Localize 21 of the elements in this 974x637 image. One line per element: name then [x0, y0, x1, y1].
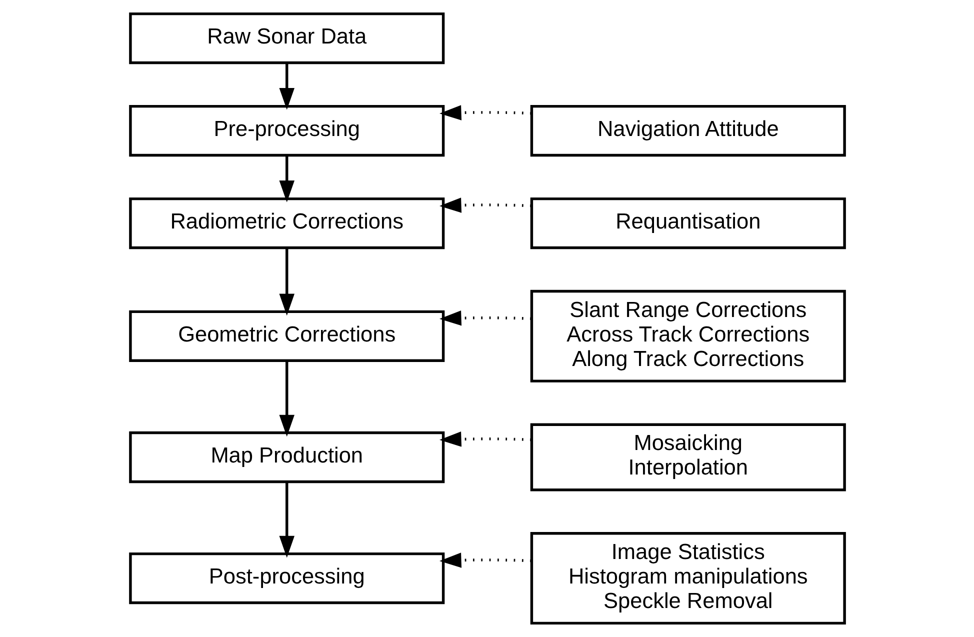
arrow [278, 156, 294, 202]
arrow [278, 360, 294, 437]
node-box: Raw Sonar Data [128, 12, 444, 64]
node-box: Post-processing [128, 552, 444, 604]
node-box: Pre-processing [128, 104, 444, 157]
arrow [438, 432, 532, 447]
arrow [278, 482, 294, 558]
arrow [438, 198, 532, 213]
arrow [438, 310, 532, 326]
node-box: Navigation Attitude [530, 104, 846, 157]
node-box: Map Production [128, 431, 444, 484]
node-box: Image Statistics Histogram manipulations Speckle Removal [530, 532, 846, 625]
node-box: Radiometric Corrections [128, 197, 444, 250]
node-box: Geometric Corrections [128, 310, 444, 362]
arrow [438, 105, 532, 120]
arrow [438, 552, 532, 568]
node-box: Requantisation [530, 197, 846, 250]
arrow [278, 63, 294, 110]
node-box: Mosaicking Interpolation [530, 423, 846, 492]
arrow [278, 248, 294, 316]
node-box: Slant Range Corrections Across Track Corrections Along Track Corrections [530, 290, 846, 382]
